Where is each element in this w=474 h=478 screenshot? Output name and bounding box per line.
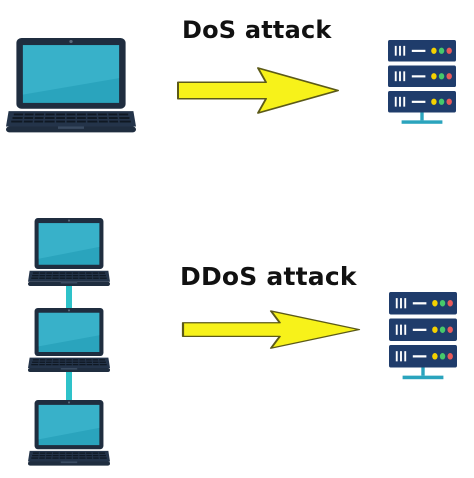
dos-right-arrow-icon	[177, 67, 339, 114]
dos-attacker-laptop-icon	[5, 37, 137, 134]
ddos-right-arrow-icon	[181, 309, 361, 350]
ddos-attack-title: DDoS attack	[180, 262, 357, 291]
dos-target-server-rack-icon	[388, 40, 456, 124]
dos-attack-title: DoS attack	[182, 16, 332, 44]
ddos-attacker-laptop-icon-1	[27, 217, 111, 287]
ddos-laptop-connector	[66, 286, 72, 400]
ddos-target-server-rack-icon	[389, 292, 457, 379]
ddos-attacker-laptop-icon-2	[27, 307, 111, 373]
ddos-attacker-laptop-icon-3	[27, 399, 111, 467]
